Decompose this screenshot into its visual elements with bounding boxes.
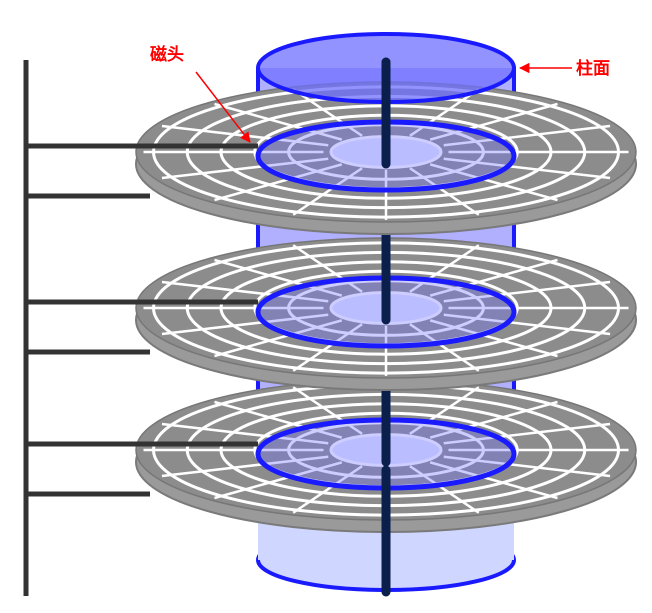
sector-spoke — [429, 319, 558, 358]
sector-spoke — [292, 244, 363, 293]
sector-spoke — [292, 323, 363, 372]
head-annotation: 磁头 — [150, 44, 251, 143]
sector-spoke — [292, 167, 363, 216]
sector-spoke — [161, 455, 329, 478]
cylinder-annotation: 柱面 — [518, 58, 610, 79]
sector-spoke — [409, 386, 480, 435]
head-label: 磁头 — [150, 44, 184, 65]
platter-stack — [135, 32, 637, 597]
sector-spoke — [214, 400, 343, 439]
sector-spoke — [409, 167, 480, 216]
sector-spoke — [409, 465, 480, 514]
sector-spoke — [429, 163, 558, 202]
sector-spoke — [409, 88, 480, 137]
sector-spoke — [292, 465, 363, 514]
actuator-arms — [26, 143, 258, 497]
sector-spoke — [161, 280, 329, 303]
sector-spoke — [443, 313, 611, 336]
sector-spoke — [443, 455, 611, 478]
sector-spoke — [409, 323, 480, 372]
sector-spoke — [443, 280, 611, 303]
sector-spoke — [161, 422, 329, 445]
sector-spoke — [214, 319, 343, 358]
cylinder-label: 柱面 — [576, 58, 610, 79]
sector-spoke — [161, 157, 329, 180]
head-pointer-arrow — [195, 71, 251, 143]
sector-spoke — [409, 244, 480, 293]
sector-spoke — [443, 422, 611, 445]
sector-spoke — [214, 258, 343, 297]
sector-spoke — [429, 258, 558, 297]
sector-spoke — [429, 400, 558, 439]
sector-spoke — [443, 124, 611, 147]
sector-spoke — [443, 157, 611, 180]
sector-spoke — [214, 461, 343, 500]
platter — [135, 323, 637, 533]
sector-spoke — [214, 102, 343, 141]
sector-spoke — [429, 102, 558, 141]
sector-spoke — [161, 313, 329, 336]
sector-spoke — [292, 386, 363, 435]
sector-spoke — [429, 461, 558, 500]
sector-spoke — [292, 88, 363, 137]
sector-spoke — [214, 163, 343, 202]
platter — [135, 167, 637, 391]
